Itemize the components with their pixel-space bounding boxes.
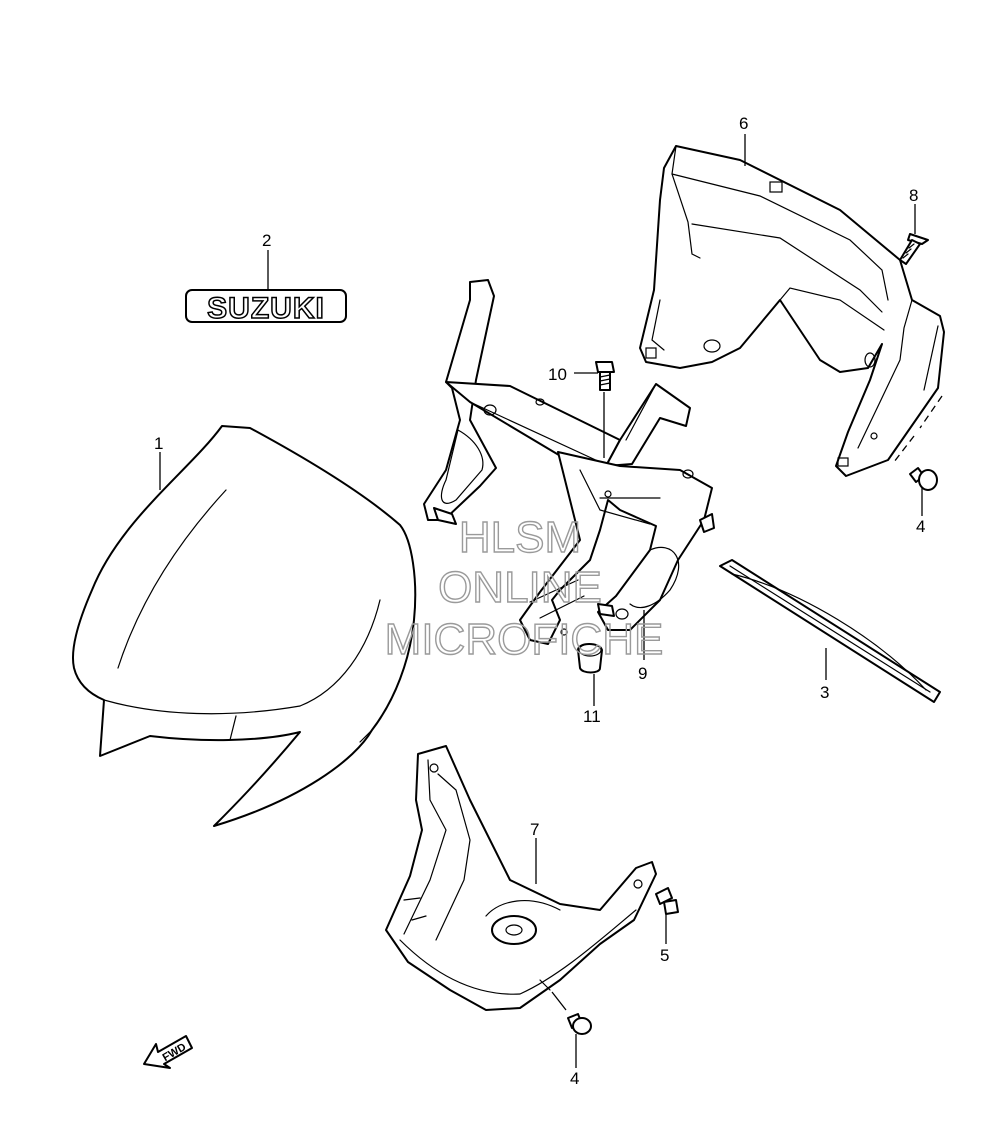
callout-3[interactable]: 3 — [820, 683, 829, 702]
fwd-label: FWD — [161, 1041, 189, 1064]
callout-6[interactable]: 6 — [739, 114, 748, 133]
part-9-bracket[interactable] — [423, 279, 715, 645]
part-2-emblem[interactable]: SUZUKI — [185, 289, 347, 326]
part-4-clip-upper[interactable] — [909, 467, 938, 491]
watermark: HLSM ONLINE MICROFICHE — [384, 512, 664, 664]
callout-10[interactable]: 10 — [548, 365, 567, 384]
fwd-direction-arrow: FWD — [143, 1035, 193, 1069]
callout-numbers: 1 2 3 4 4 5 6 7 8 9 10 11 — [154, 114, 925, 1088]
part-6-inner-cover[interactable] — [639, 145, 945, 477]
watermark-line-2: ONLINE — [438, 563, 602, 612]
callout-11[interactable]: 11 — [583, 707, 601, 726]
part-11-collar[interactable] — [577, 643, 603, 674]
emblem-text: SUZUKI — [207, 292, 325, 325]
callout-8[interactable]: 8 — [909, 186, 918, 205]
part-10-bolt[interactable] — [595, 361, 615, 391]
part-5-rivet[interactable] — [655, 887, 679, 915]
part-8-screw[interactable] — [899, 233, 929, 265]
alignment-dashes-right — [893, 395, 943, 463]
callout-1[interactable]: 1 — [154, 434, 163, 453]
part-3-cushion[interactable] — [719, 559, 941, 703]
callout-5[interactable]: 5 — [660, 946, 669, 965]
part-1-front-cowl[interactable] — [71, 425, 417, 827]
leader-lines — [159, 134, 923, 1068]
part-7-lower-cover[interactable] — [385, 745, 657, 1011]
part-4-clip-lower[interactable] — [567, 1013, 592, 1035]
watermark-line-1: HLSM — [459, 513, 581, 562]
callout-9[interactable]: 9 — [638, 664, 647, 683]
callout-2[interactable]: 2 — [262, 231, 271, 250]
callout-7[interactable]: 7 — [530, 820, 539, 839]
watermark-line-3: MICROFICHE — [385, 615, 664, 664]
callout-4-upper[interactable]: 4 — [916, 517, 925, 536]
callout-4-lower[interactable]: 4 — [570, 1069, 579, 1088]
